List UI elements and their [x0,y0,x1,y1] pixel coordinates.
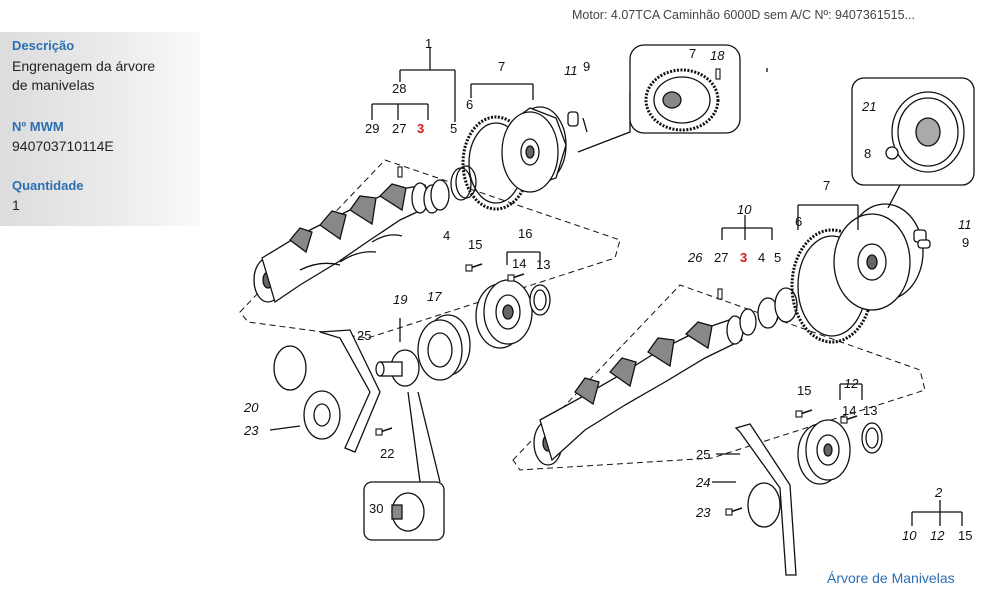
callout-30: 30 [369,501,383,516]
callout-5: 5 [450,121,457,136]
flexplate-detail-icon [885,91,965,173]
callout-26: 26 [687,250,703,265]
callout-21: 21 [861,99,876,114]
left-assembly [239,44,741,541]
flywheel-right-icon [833,203,924,311]
pulley-left-icon [475,279,551,349]
callout-27: 27 [392,121,406,136]
callout-25: 25 [357,328,371,343]
callout-right-5: 5 [774,250,781,265]
damper-left-icon [417,314,471,381]
callout-24: 24 [695,475,710,490]
callout-20: 20 [243,400,259,415]
mwm-label: Nº MWM [12,119,64,134]
callout-right-3-highlight: 3 [740,250,747,265]
callout-16: 16 [518,226,532,241]
hub-left-icon [375,318,420,387]
callout-labels: 1 28 29 27 3 5 4 7 6 11 9 7 18 15 16 14 … [243,36,972,543]
pulley-right-icon [797,419,883,485]
callout-2: 2 [934,485,943,500]
callout-3-highlight: 3 [417,121,424,136]
callout-18: 18 [710,48,725,63]
callout-15: 15 [468,237,482,252]
callout-bottom-10: 10 [902,528,917,543]
callout-right-23: 23 [695,505,711,520]
quantity-value: 1 [12,197,20,213]
callout-29: 29 [365,121,379,136]
callout-22: 22 [380,446,394,461]
callout-12: 12 [844,376,859,391]
description-line-2: de manivelas [12,77,95,93]
callout-23: 23 [243,423,259,438]
flywheel-left-icon [501,106,567,193]
callout-10: 10 [737,202,752,217]
callout-14: 14 [512,256,526,271]
crankshaft-left-icon [253,182,433,304]
callout-19: 19 [393,292,407,307]
description-label: Descrição [12,38,75,53]
callout-bottom-15: 15 [958,528,972,543]
callout-7: 7 [498,59,505,74]
part-details-panel: Descrição Engrenagem da árvore de manive… [0,32,200,226]
callout-right-4: 4 [758,250,765,265]
callout-17: 17 [427,289,442,304]
callout-right-15: 15 [797,383,811,398]
callout-right-7: 7 [823,178,830,193]
callout-right-6: 6 [795,214,802,229]
callout-9: 9 [583,59,590,74]
callout-right-14: 14 [842,403,856,418]
right-assembly [512,68,975,576]
callout-11: 11 [564,63,578,78]
callout-8: 8 [864,146,871,161]
callout-right-25: 25 [696,447,710,462]
callout-6: 6 [466,97,473,112]
callout-bottom-12: 12 [930,528,945,543]
crankshaft-right-icon [533,315,744,466]
callout-detail-7: 7 [689,46,696,61]
callout-4: 4 [443,228,450,243]
engine-info: Motor: 4.07TCA Caminhão 6000D sem A/C Nº… [572,8,915,22]
callout-28: 28 [392,81,406,96]
flywheel-detail-icon [644,68,721,132]
callout-right-27: 27 [714,250,728,265]
callout-right-13: 13 [863,403,877,418]
callout-right-11: 11 [958,217,972,232]
mwm-value: 940703710114E [12,138,114,154]
description-line-1: Engrenagem da árvore [12,58,156,74]
section-link[interactable]: Árvore de Manivelas [827,570,955,586]
quantity-label: Quantidade [12,178,84,193]
callout-13: 13 [536,257,550,272]
callout-1: 1 [425,36,432,51]
callout-right-9: 9 [962,235,969,250]
